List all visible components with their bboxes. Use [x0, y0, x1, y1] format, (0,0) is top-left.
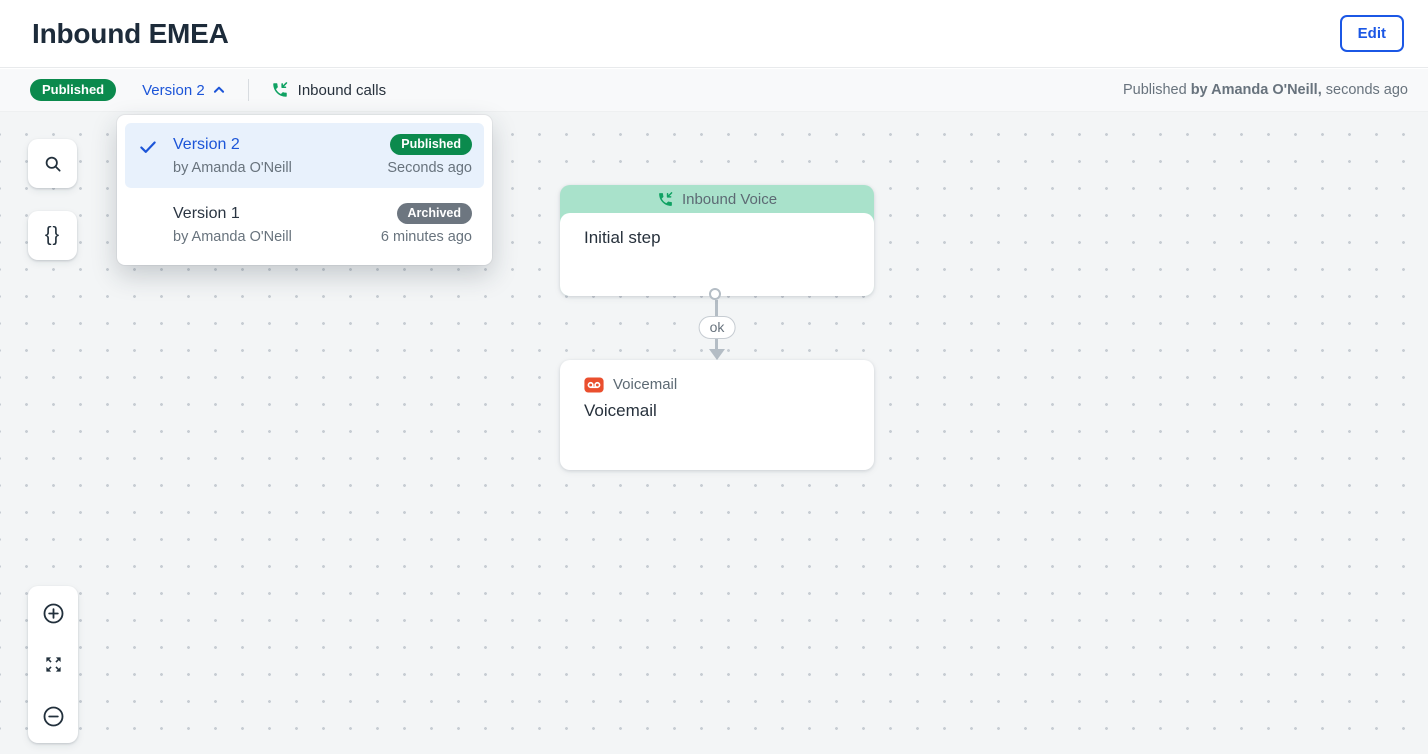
channel-label: Inbound calls [297, 81, 387, 99]
node-type-banner: Inbound Voice [560, 185, 874, 214]
version-author: by Amanda O'Neill [173, 229, 292, 245]
node-title: Voicemail [584, 401, 657, 420]
edge-label: ok [698, 316, 736, 339]
publish-info: Published by Amanda O'Neill, seconds ago [1122, 82, 1408, 98]
page-title: Inbound EMEA [32, 17, 229, 49]
version-name: Version 2 [173, 135, 240, 153]
version-dropdown-menu: Version 2 Published by Amanda O'Neill Se… [117, 115, 492, 265]
node-title: Initial step [584, 228, 661, 247]
flow-node-initial-step[interactable]: Inbound Voice Initial step [560, 185, 874, 296]
variables-button[interactable]: {} [28, 211, 77, 260]
version-status-badge: Archived [396, 203, 472, 224]
check-icon [138, 137, 158, 157]
chevron-up-icon [212, 83, 226, 97]
version-menu-item-v2[interactable]: Version 2 Published by Amanda O'Neill Se… [125, 123, 484, 188]
toolbar-divider [247, 79, 249, 101]
edge-arrowhead [709, 349, 725, 360]
fit-screen-icon [44, 655, 63, 674]
node-type-label: Inbound Voice [681, 191, 778, 208]
search-icon [43, 154, 63, 174]
zoom-in-button[interactable] [41, 601, 65, 625]
flow-status-toolbar: Published Version 2 Inbound calls Publis… [0, 69, 1428, 112]
version-time: 6 minutes ago [380, 229, 472, 245]
node-type-label: Voicemail [613, 376, 678, 393]
flow-node-voicemail[interactable]: Voicemail Voicemail [560, 360, 874, 470]
version-selector-label: Version 2 [142, 81, 205, 99]
edge-source-port [709, 288, 721, 300]
edit-button[interactable]: Edit [1339, 15, 1404, 52]
fit-to-screen-button[interactable] [41, 653, 65, 677]
voicemail-icon [584, 377, 604, 393]
zoom-out-button[interactable] [41, 704, 65, 728]
inbound-call-icon [271, 81, 289, 99]
version-author: by Amanda O'Neill [173, 160, 292, 176]
version-time: Seconds ago [387, 160, 472, 176]
curly-braces-icon: {} [44, 224, 61, 246]
version-status-badge: Published [390, 134, 472, 155]
search-button[interactable] [28, 139, 77, 188]
published-status-badge: Published [30, 79, 117, 101]
inbound-call-icon [657, 191, 674, 208]
node-body: Initial step [560, 213, 874, 296]
node-type-row: Voicemail [584, 376, 850, 393]
version-selector[interactable]: Version 2 [142, 82, 226, 99]
page-header: Inbound EMEA Edit [0, 0, 1428, 68]
canvas-zoom-controls [28, 586, 78, 743]
zoom-out-icon [42, 705, 65, 728]
zoom-in-icon [42, 602, 65, 625]
version-name: Version 1 [173, 204, 240, 222]
version-menu-item-v1[interactable]: Version 1 Archived by Amanda O'Neill 6 m… [125, 192, 484, 257]
channel-indicator: Inbound calls [271, 81, 386, 99]
